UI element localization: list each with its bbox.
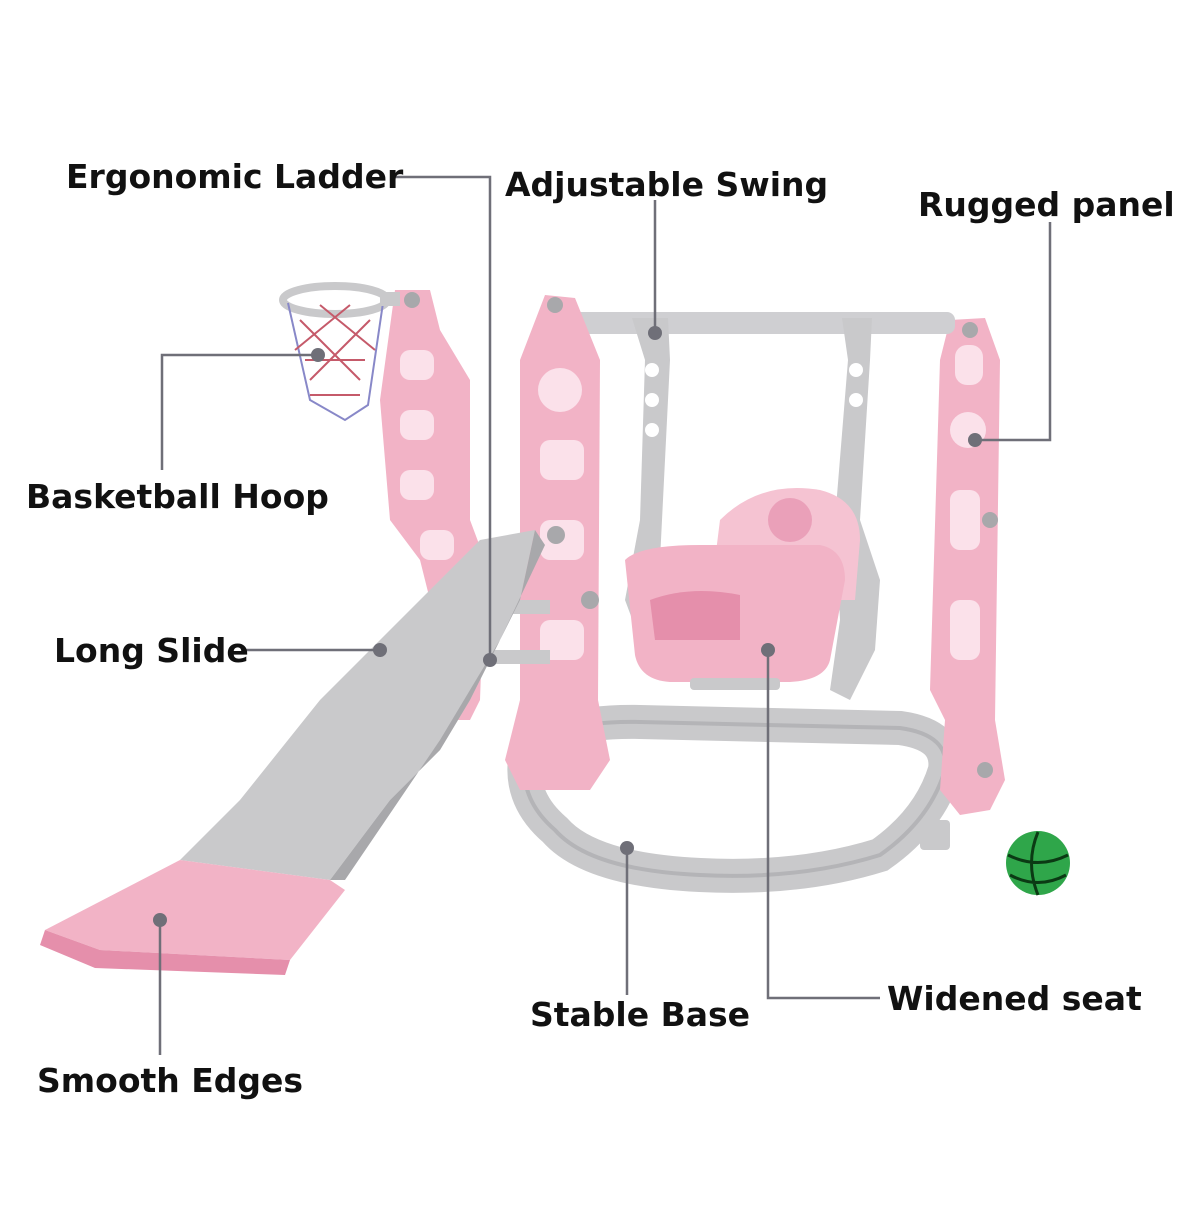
label-stable-base: Stable Base: [530, 995, 751, 1034]
leader-lines: [158, 175, 1052, 1055]
swing-frame-left: [505, 295, 610, 790]
dot-long-slide: [373, 643, 387, 657]
leader-dots: [153, 326, 982, 927]
dot-stable-base: [620, 841, 634, 855]
long-slide: [40, 530, 545, 975]
leader-rugged-panel: [975, 222, 1052, 442]
dot-smooth-edges: [153, 913, 167, 927]
label-long-slide: Long Slide: [54, 631, 249, 670]
rugged-panel: [920, 318, 1005, 850]
stable-base: [507, 704, 963, 893]
label-widened-seat: Widened seat: [887, 979, 1142, 1018]
label-rugged-panel: Rugged panel: [918, 185, 1175, 224]
leader-ergonomic-ladder: [395, 175, 492, 660]
basketball: [1006, 831, 1070, 896]
label-basketball-hoop: Basketball Hoop: [26, 477, 329, 516]
basketball-hoop: [279, 282, 400, 422]
dot-ergonomic-ladder: [483, 653, 497, 667]
label-smooth-edges: Smooth Edges: [37, 1061, 304, 1100]
swing-top-bar: [565, 312, 955, 334]
label-adjustable-swing: Adjustable Swing: [505, 165, 829, 204]
leader-widened-seat: [766, 650, 880, 1000]
dot-basketball-hoop: [311, 348, 325, 362]
dot-rugged-panel: [968, 433, 982, 447]
dot-adjustable-swing: [648, 326, 662, 340]
dot-widened-seat: [761, 643, 775, 657]
leader-basketball-hoop: [160, 353, 318, 470]
widened-seat: [625, 488, 860, 690]
label-ergonomic-ladder: Ergonomic Ladder: [66, 157, 404, 196]
